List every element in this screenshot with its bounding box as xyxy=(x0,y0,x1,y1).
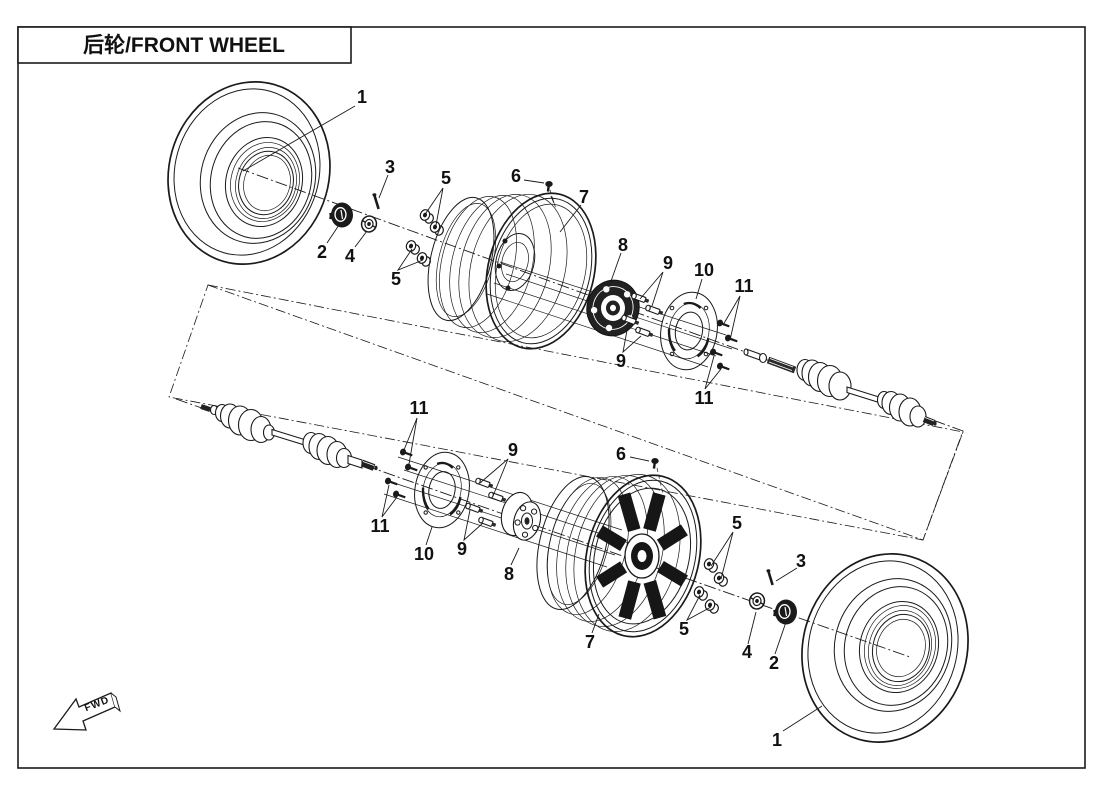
title-block: 后轮/FRONT WHEEL xyxy=(17,26,352,64)
callout-5-lower-b: 5 xyxy=(679,619,689,639)
upper-drive-shaft xyxy=(743,348,937,428)
callout-9-upper-a: 9 xyxy=(663,253,673,273)
upper-brake-disc xyxy=(660,291,718,371)
upper-axis-centerline xyxy=(237,167,964,541)
lower-tire xyxy=(801,553,969,743)
upper-assembly xyxy=(167,81,937,428)
callout-6-lower: 6 xyxy=(616,444,626,464)
callout-1-lower: 1 xyxy=(772,730,782,750)
callout-labels: 1 2 3 4 5 5 6 7 8 9 9 10 11 11 11 11 10 … xyxy=(317,87,806,750)
callout-4-lower: 4 xyxy=(742,642,752,662)
upper-rim xyxy=(427,192,597,350)
callout-11-upper-a: 11 xyxy=(734,276,753,296)
callout-5-upper-a: 5 xyxy=(441,168,451,188)
callout-2-upper: 2 xyxy=(317,242,327,262)
callout-9-upper-b: 9 xyxy=(616,351,626,371)
lower-assembly xyxy=(200,403,969,743)
lower-wheel-hub xyxy=(500,491,542,541)
page-border xyxy=(17,26,1086,769)
callout-1-upper: 1 xyxy=(357,87,367,107)
callout-11-upper-b: 11 xyxy=(694,388,713,408)
page-title: 后轮/FRONT WHEEL xyxy=(83,33,285,57)
callout-10-lower: 10 xyxy=(414,544,434,564)
callout-3-lower: 3 xyxy=(796,551,806,571)
callout-5-upper-b: 5 xyxy=(391,269,401,289)
lower-drive-shaft xyxy=(200,403,378,471)
callout-9-lower-b: 9 xyxy=(457,539,467,559)
leader-lines xyxy=(242,105,823,732)
callout-8-lower: 8 xyxy=(504,564,514,584)
callout-7-upper: 7 xyxy=(579,187,589,207)
lower-rim xyxy=(536,474,702,638)
callout-2-lower: 2 xyxy=(769,653,779,673)
callout-4-upper: 4 xyxy=(345,246,355,266)
callout-6-upper: 6 xyxy=(511,166,521,186)
callout-8-upper: 8 xyxy=(618,235,628,255)
callout-11-lower-b: 11 xyxy=(370,516,389,536)
callout-10-upper: 10 xyxy=(694,260,714,280)
callout-11-lower-a: 11 xyxy=(409,398,428,418)
callout-3-upper: 3 xyxy=(385,157,395,177)
callout-9-lower-a: 9 xyxy=(508,440,518,460)
lower-brake-disc xyxy=(414,451,470,529)
title-box xyxy=(17,26,352,64)
callout-5-lower-a: 5 xyxy=(732,513,742,533)
lower-rim-spokes xyxy=(596,492,688,620)
callout-7-lower: 7 xyxy=(585,632,595,652)
subassembly-box-diagonal xyxy=(207,284,924,541)
